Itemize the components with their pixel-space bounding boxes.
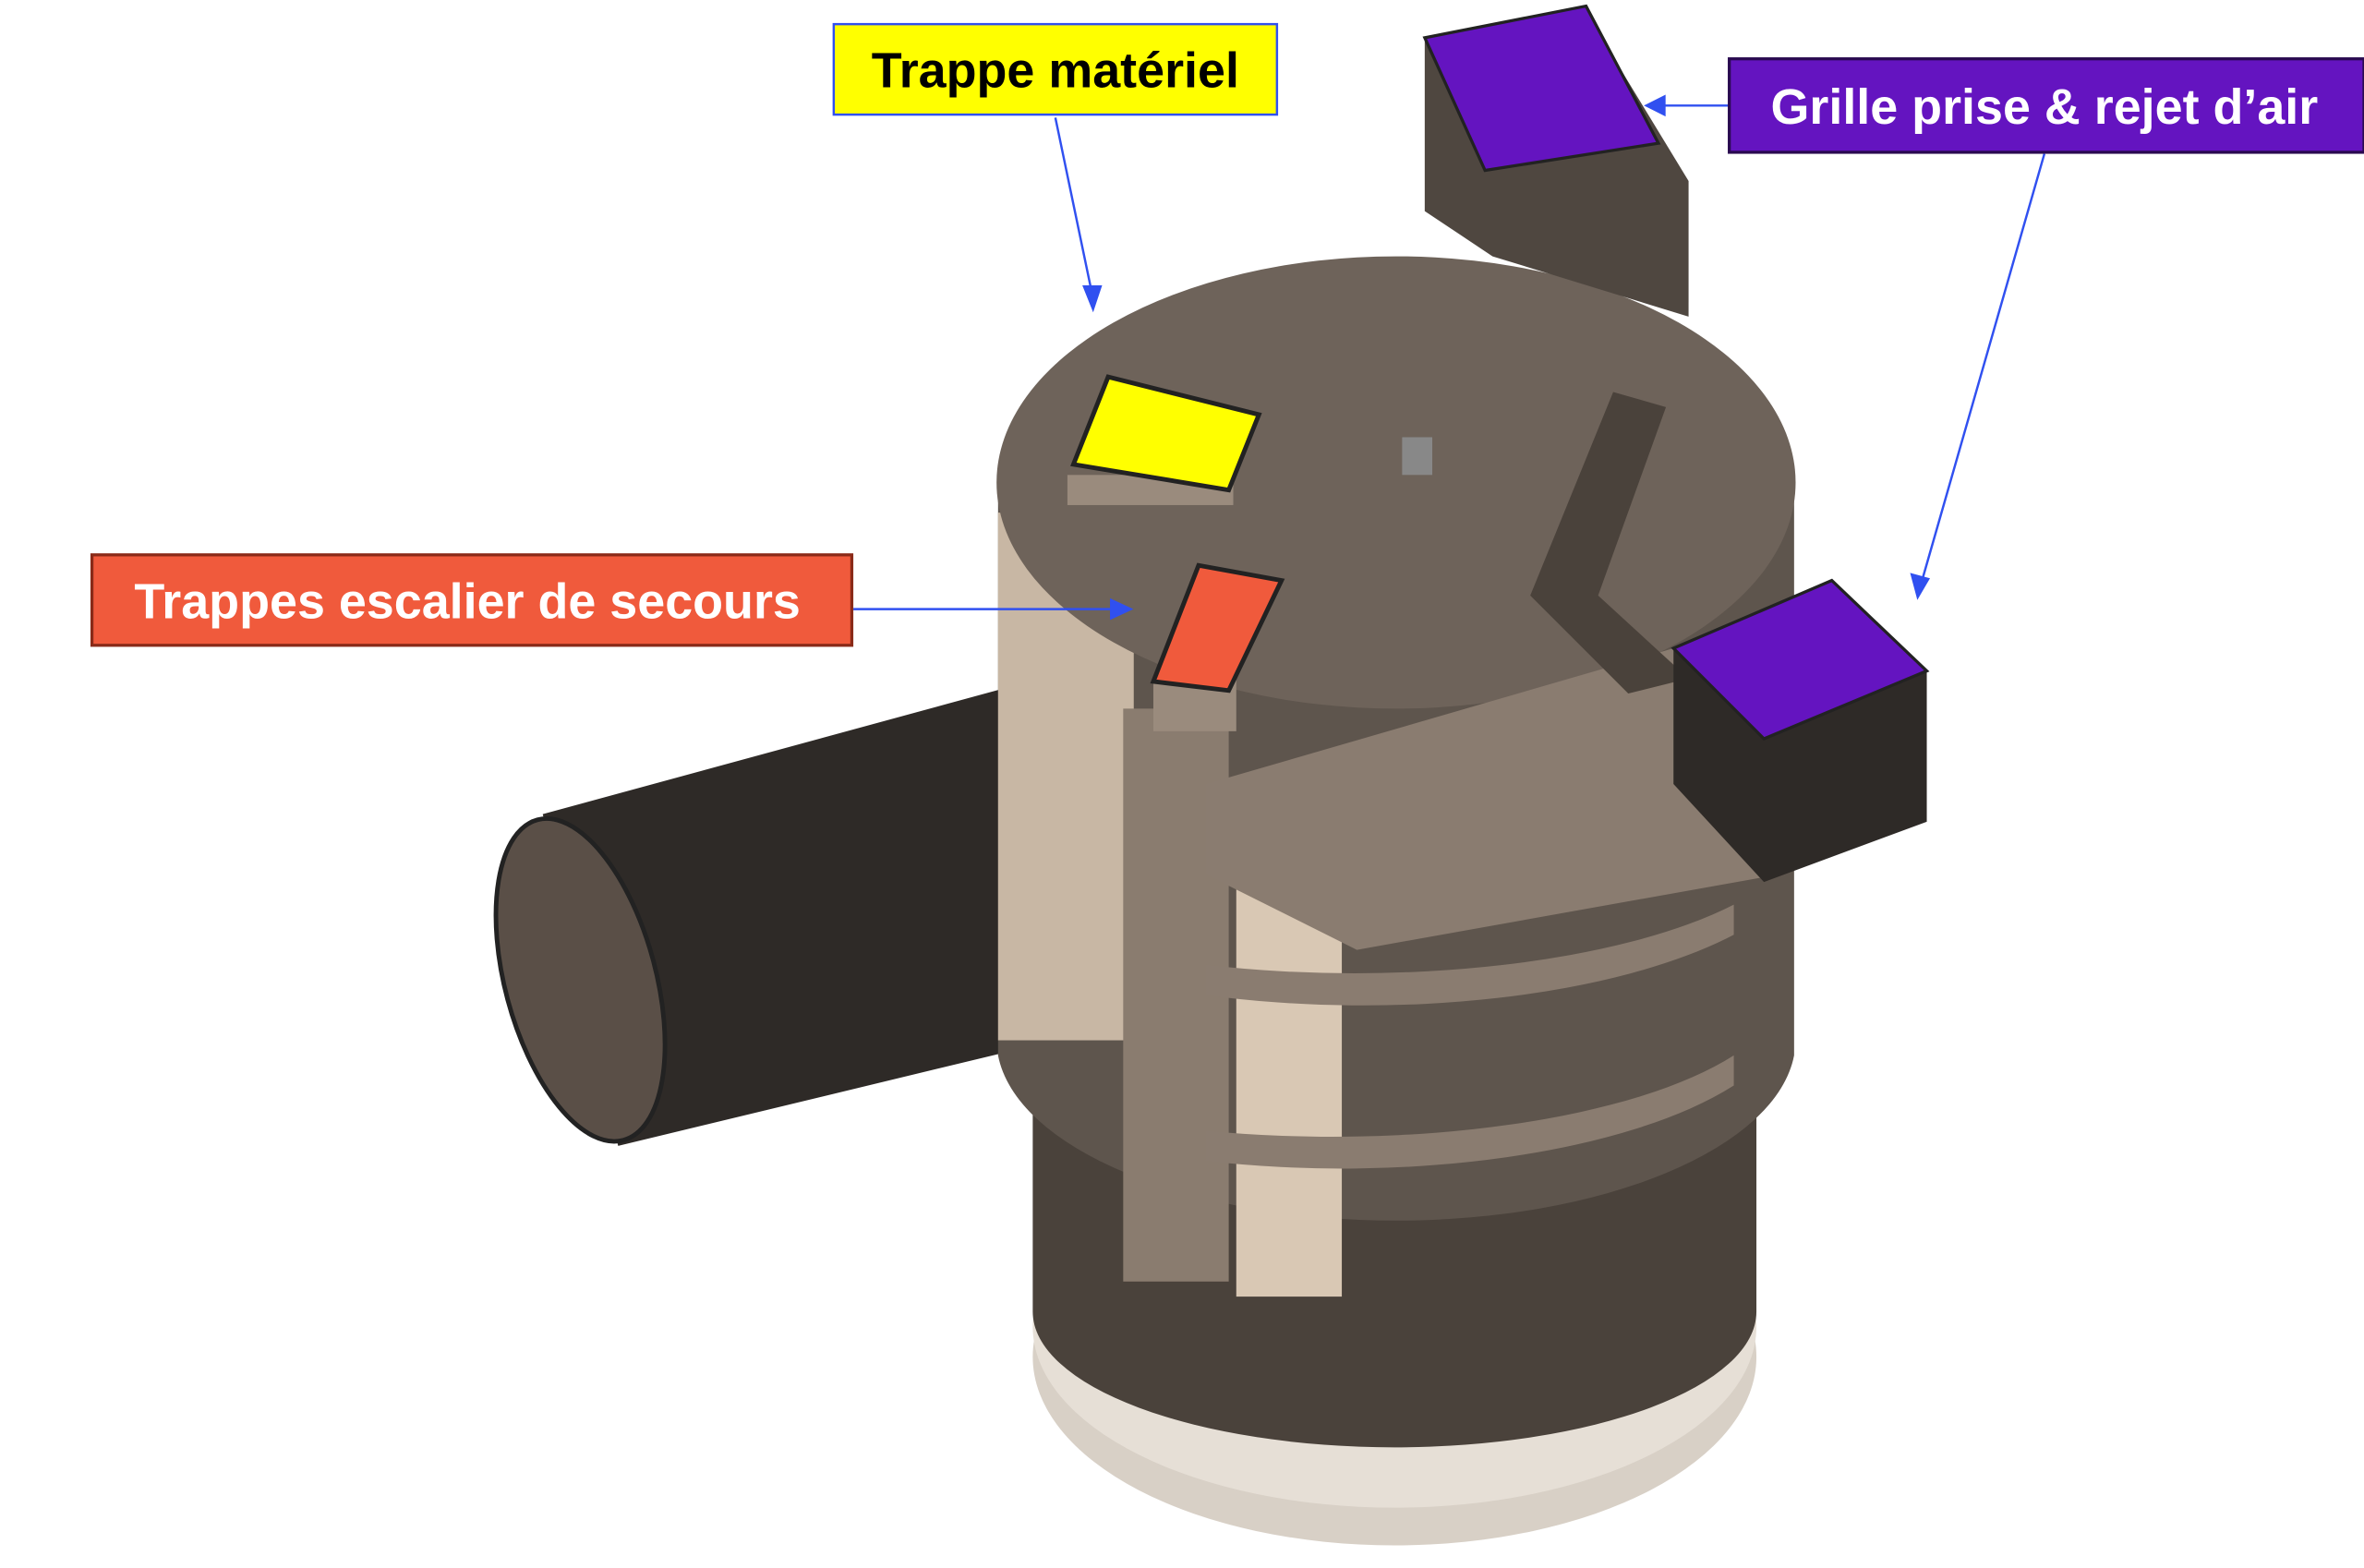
grille-top	[1422, 4, 1661, 173]
label-trappe-materiel: Trappe matériel	[872, 43, 1239, 99]
label-trappes-escalier: Trappes escalier de secours	[134, 573, 801, 629]
tunnel	[493, 678, 1055, 1146]
trappe-materiel-hatch	[1070, 374, 1262, 493]
label-grille: Grille prise & rejet d’air	[1771, 79, 2319, 135]
label-trappe-materiel-box	[832, 22, 1279, 116]
duct	[1206, 648, 1779, 950]
label-trappes-escalier-box	[90, 553, 854, 647]
arrows	[853, 94, 2046, 621]
grille-right	[1670, 578, 1930, 741]
trappe-escalier-hatch	[1150, 562, 1285, 694]
label-grille-box	[1728, 57, 2364, 154]
